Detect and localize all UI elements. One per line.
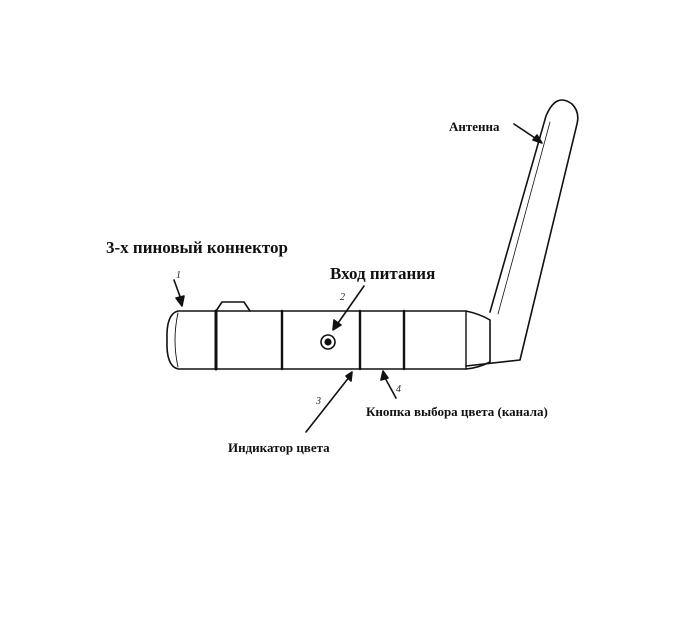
connector-arrowhead: [175, 295, 185, 307]
connector-tip: [166, 310, 217, 370]
antenna-arrowhead: [532, 134, 543, 144]
channel-button-arrowhead: [380, 370, 389, 381]
connector-label: 3-х пиновый коннектор: [106, 238, 288, 257]
color-indicator-label: Индикатор цвета: [228, 440, 330, 455]
callout-number-1: 1: [176, 270, 181, 281]
connector-clip: [215, 301, 251, 312]
antenna-label: Антенна: [449, 119, 500, 134]
antenna: [465, 99, 579, 367]
color-indicator-arrow: [305, 375, 351, 433]
callout-number-4: 4: [396, 384, 401, 395]
device-body: [215, 310, 491, 370]
channel-button-arrow: [383, 375, 397, 399]
antenna-arrow: [513, 123, 539, 141]
antenna-inner-edge: [497, 121, 551, 315]
power-jack-pin: [324, 338, 332, 346]
color-indicator-arrowhead: [345, 371, 353, 382]
callout-number-3: 3: [316, 396, 321, 407]
connector-tip-inner: [174, 312, 179, 368]
power-jack: [320, 334, 336, 350]
channel-button-label: Кнопка выбора цвета (канала): [366, 404, 548, 419]
power-input-arrowhead: [332, 319, 342, 331]
power-input-label: Вход питания: [330, 264, 436, 283]
power-input-arrow: [335, 285, 365, 327]
callout-number-2: 2: [340, 292, 345, 303]
